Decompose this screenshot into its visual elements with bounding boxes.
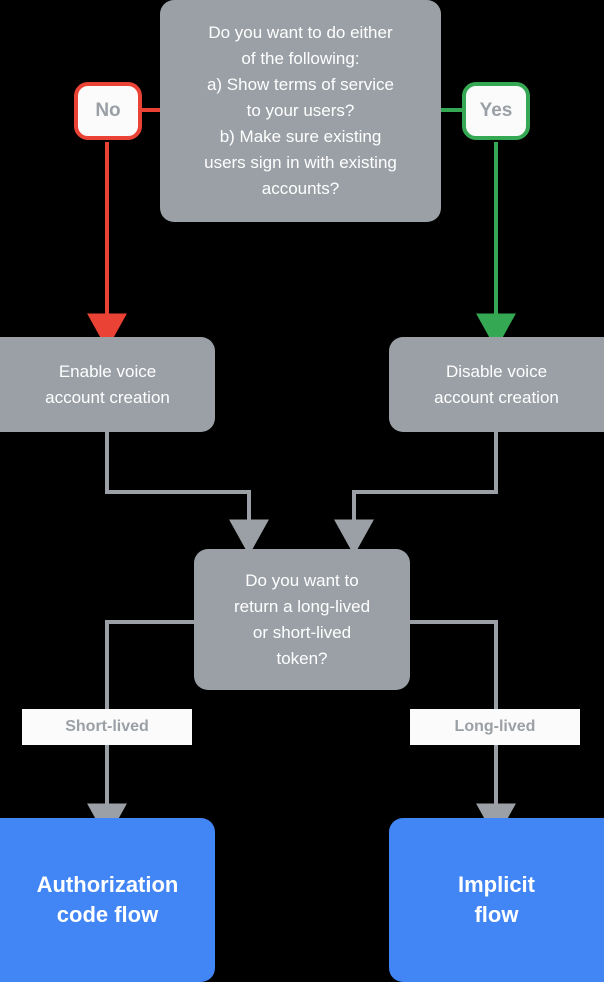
edge-label-long-lived-text: Long-lived xyxy=(454,718,536,735)
badge-yes-label: Yes xyxy=(479,100,513,121)
terminal-node-authorization-code-flow[interactable]: Authorization code flow xyxy=(0,818,215,982)
process-node-disable-voice-account-creation-text: Disable voice account creation xyxy=(434,361,559,407)
wire-disable-to-token-decision xyxy=(334,432,498,556)
decision-node-terms-of-service-text: Do you want to do either of the followin… xyxy=(204,23,397,198)
badge-no[interactable]: No xyxy=(74,82,142,140)
edge-label-long-lived: Long-lived xyxy=(410,709,580,745)
terminal-node-implicit-flow-text: Implicit flow xyxy=(457,872,535,927)
edge-label-short-lived: Short-lived xyxy=(22,709,192,745)
badge-yes[interactable]: Yes xyxy=(462,82,530,140)
badge-no-label: No xyxy=(95,100,121,121)
decision-node-terms-of-service[interactable]: Do you want to do either of the followin… xyxy=(160,0,441,222)
terminal-node-authorization-code-flow-text: Authorization code flow xyxy=(36,872,179,927)
edge-label-short-lived-text: Short-lived xyxy=(65,718,149,735)
decision-node-token-lifetime-text: Do you want to return a long-lived or sh… xyxy=(233,570,371,668)
process-node-disable-voice-account-creation[interactable]: Disable voice account creation xyxy=(389,337,604,432)
terminal-node-implicit-flow[interactable]: Implicit flow xyxy=(389,818,604,982)
process-node-enable-voice-account-creation[interactable]: Enable voice account creation xyxy=(0,337,215,432)
wire-enable-to-token-decision xyxy=(105,432,269,556)
decision-node-token-lifetime[interactable]: Do you want to return a long-lived or sh… xyxy=(194,549,410,690)
process-node-enable-voice-account-creation-text: Enable voice account creation xyxy=(45,361,170,407)
